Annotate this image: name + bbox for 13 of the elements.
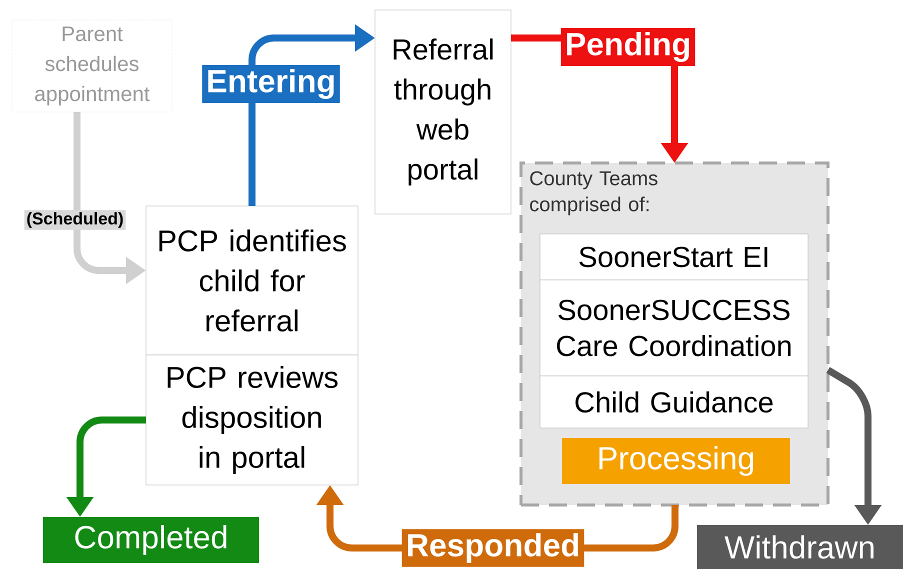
process-box: Referral through web portal bbox=[374, 10, 512, 214]
process-box: Child Guidance bbox=[540, 376, 808, 428]
edge-label: Entering bbox=[202, 65, 340, 103]
process-box: PCP identifies child for referral bbox=[146, 206, 358, 356]
process-box: SoonerStart EI bbox=[540, 234, 808, 280]
edge-label: (Scheduled) bbox=[24, 210, 126, 230]
status-box: Processing bbox=[562, 438, 790, 484]
status-box: Completed bbox=[43, 516, 259, 563]
status-box: Withdrawn bbox=[697, 524, 903, 569]
plain: Parent schedules appointment bbox=[12, 20, 172, 112]
edge-label: Pending bbox=[560, 28, 696, 66]
edge-label: Responded bbox=[402, 529, 584, 567]
process-box: PCP reviews disposition in portal bbox=[146, 354, 358, 486]
